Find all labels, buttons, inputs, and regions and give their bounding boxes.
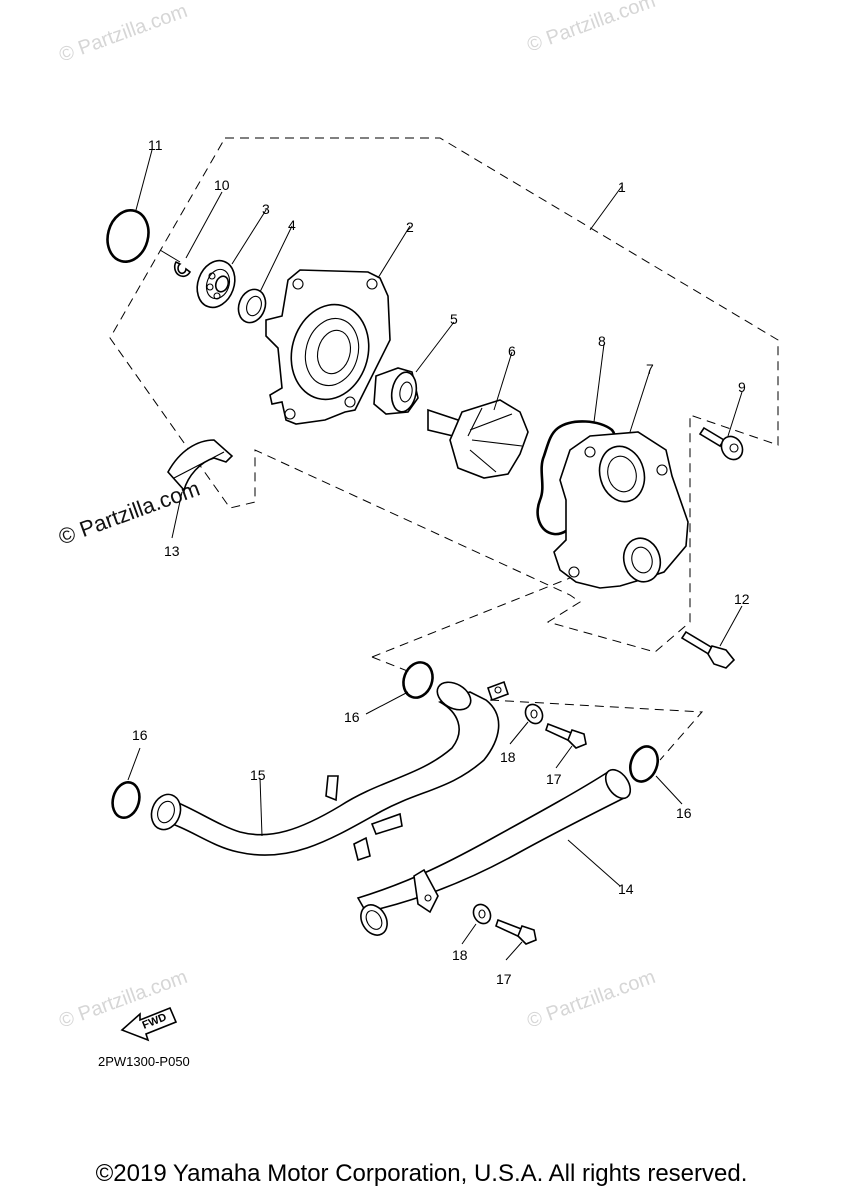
- impeller-part-6: [427, 399, 529, 479]
- o-ring-part-11: [106, 209, 150, 263]
- callout-14: 14: [618, 881, 634, 897]
- guide-line: [371, 656, 411, 673]
- callout-10: 10: [214, 177, 230, 193]
- callout-17: 17: [496, 971, 512, 987]
- gasket-part-8: [536, 420, 617, 536]
- callout-15: 15: [250, 767, 266, 783]
- circlip-part-10: [173, 260, 192, 278]
- watermark: © Partzilla.com: [524, 0, 658, 57]
- copyright-notice: ©2019 Yamaha Motor Corporation, U.S.A. A…: [95, 1160, 748, 1187]
- o-ring-part-16: [629, 745, 659, 783]
- bolt-part-9: [698, 426, 744, 461]
- callout-16: 16: [132, 727, 148, 743]
- mechanical-seal-part-5: [373, 367, 419, 415]
- pump-housing-part-2: [265, 269, 391, 425]
- callout-9: 9: [738, 379, 746, 395]
- callout-16: 16: [676, 805, 692, 821]
- washer-part-18: [472, 903, 492, 925]
- callout-8: 8: [598, 333, 606, 349]
- callout-1: 1: [618, 179, 626, 195]
- fwd-arrow-icon: FWD: [120, 1006, 178, 1042]
- callout-5: 5: [450, 311, 458, 327]
- callout-18: 18: [500, 749, 516, 765]
- callout-17: 17: [546, 771, 562, 787]
- bolt-part-17: [495, 918, 537, 945]
- callout-16: 16: [344, 709, 360, 725]
- callout-11: 11: [148, 137, 163, 153]
- seal-part-4: [237, 288, 267, 324]
- assembly-outline: [109, 137, 779, 653]
- callout-6: 6: [508, 343, 516, 359]
- guide-line: [159, 249, 181, 263]
- pipe-part-15: [150, 680, 510, 862]
- bolt-part-17: [545, 722, 587, 749]
- o-ring-part-16: [402, 661, 434, 699]
- plate-part-13: [167, 439, 234, 492]
- watermark: © Partzilla.com: [524, 966, 658, 1033]
- callout-18: 18: [452, 947, 468, 963]
- callout-4: 4: [288, 217, 296, 233]
- callout-7: 7: [646, 361, 654, 377]
- bolt-part-12: [680, 630, 736, 669]
- watermark: © Partzilla.com: [56, 0, 190, 67]
- pipe-part-14: [356, 768, 632, 936]
- guide-line: [489, 699, 704, 761]
- callout-3: 3: [262, 201, 270, 217]
- leader-lines: [127, 149, 743, 961]
- pump-cover-part-7: [553, 431, 689, 589]
- callout-13: 13: [164, 543, 180, 559]
- callout-12: 12: [734, 591, 750, 607]
- drawing-number: 2PW1300-P050: [98, 1054, 190, 1069]
- bearing-part-3: [196, 259, 236, 309]
- guide-line: [371, 569, 591, 658]
- washer-part-18: [524, 703, 544, 725]
- o-ring-part-16: [111, 780, 141, 820]
- callout-2: 2: [406, 219, 414, 235]
